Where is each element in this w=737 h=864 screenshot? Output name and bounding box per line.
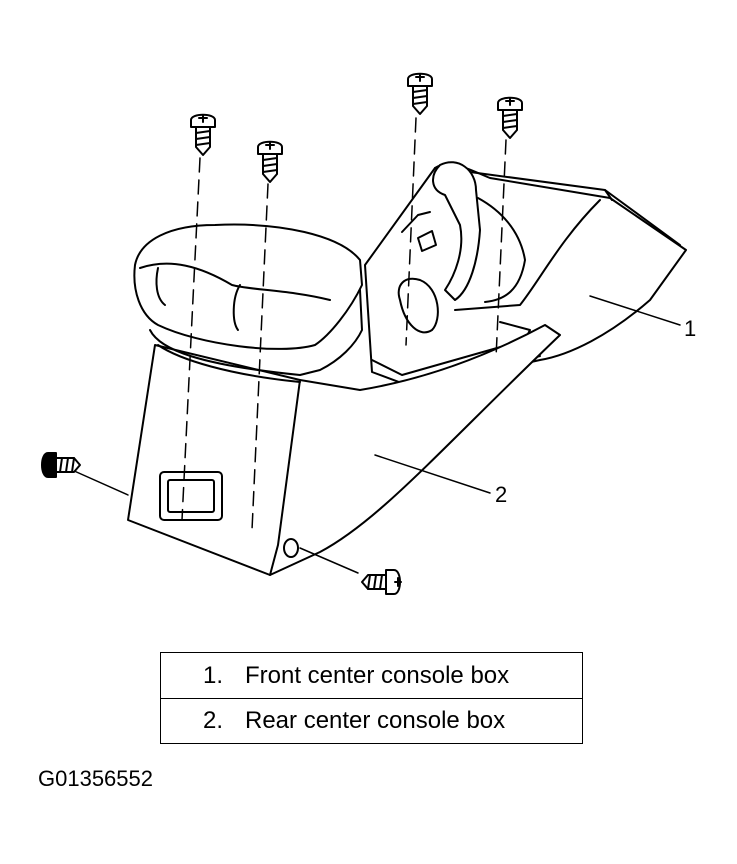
screw-icon [361,569,402,595]
legend-label: Front center console box [245,661,510,689]
screw-icon [257,140,283,183]
screw-leader-lines [71,469,359,574]
screw-icon [190,113,216,156]
callout-1: 1 [684,316,697,341]
legend-number: 1. [202,661,223,689]
figure-id: G01356552 [38,766,153,791]
legend-row: 1. Front center console box [161,653,582,698]
callout-2-leader [374,454,491,494]
screw-icon [497,96,523,139]
screw-icon [41,452,81,478]
legend-table: 1. Front center console box 2. Rear cent… [160,652,583,744]
screw-icon [407,72,433,115]
console-box-diagram [41,72,687,595]
legend-row: 2. Rear center console box [161,698,582,743]
screw-guide-lines [181,117,507,531]
legend-label: Rear center console box [245,707,506,734]
callout-1-leader [589,295,681,326]
callout-2: 2 [495,482,508,507]
legend-number: 2. [202,707,223,734]
